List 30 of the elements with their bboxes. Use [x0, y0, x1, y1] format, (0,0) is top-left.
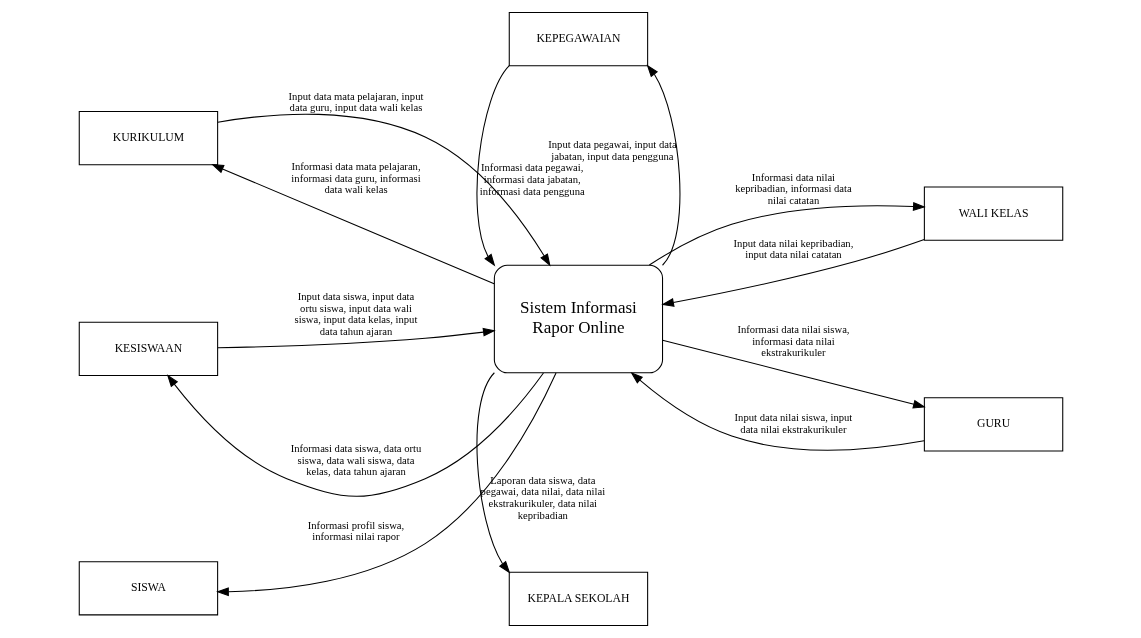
arrow [661, 339, 926, 409]
node-box: KEPEGAWAIAN [508, 11, 648, 67]
node-box: SISWA [78, 561, 218, 616]
arrow [216, 327, 496, 349]
edge-label: Input data siswa, input data ortu siswa, input data wali siswa, input data kelas, input data tahun ajaran [294, 290, 417, 337]
arrow [648, 202, 926, 266]
edge-label: Informasi profil siswa, informasi nilai rapor [307, 519, 404, 543]
edge-label: Input data pegawai, input data jabatan, input data pengguna [547, 139, 677, 162]
arrow [215, 372, 557, 597]
arrow [475, 65, 510, 267]
arrow [475, 372, 510, 574]
arrow [216, 113, 551, 267]
node-box: KESISWAAN [78, 321, 218, 376]
edge-label: Informasi data nilai siswa, informasi data nilai ekstrakurikuler [736, 323, 850, 359]
arrow [166, 372, 544, 497]
edge-label: Informasi data nilai kepribadian, informasi data nilai catatan [734, 171, 852, 207]
node-box: Sistem Informasi Rapor Online [493, 264, 663, 374]
edge-label: Input data mata pelajaran, input data guru, input data wali kelas [288, 90, 423, 114]
node-box: GURU [923, 397, 1063, 452]
arrow [646, 64, 680, 266]
edge-label: Informasi data mata pelajaran, informasi data guru, informasi data wali kelas [290, 160, 421, 196]
node-box: WALI KELAS [923, 186, 1063, 241]
node-box: KURIKULUM [78, 110, 218, 166]
edge-label: Informasi data siswa, data ortu siswa, data wali siswa, data kelas, data tahun ajaran [290, 443, 421, 478]
arrow [630, 372, 925, 451]
arrow [660, 238, 925, 307]
arrow [210, 164, 495, 285]
edge-label: Input data nilai siswa, input data nilai ekstrakurikuler [734, 412, 852, 435]
edge-label: Input data nilai kepribadian, input data nilai catatan [733, 237, 853, 261]
node-box: KEPALA SEKOLAH [508, 571, 648, 627]
